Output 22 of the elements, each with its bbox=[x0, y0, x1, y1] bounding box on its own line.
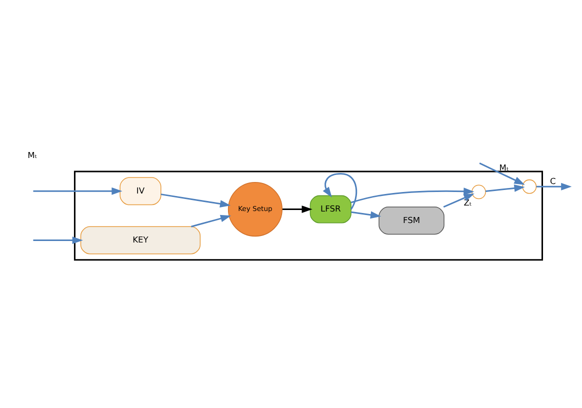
node-box: IV bbox=[120, 177, 162, 206]
cluster bbox=[74, 170, 544, 261]
edge-label: C bbox=[550, 176, 556, 186]
arrow bbox=[443, 193, 474, 208]
node-box: FSM bbox=[378, 206, 444, 235]
arrow bbox=[351, 211, 382, 219]
edge-label: Mₜ bbox=[499, 162, 509, 173]
arrow bbox=[479, 162, 525, 185]
arrow bbox=[485, 184, 525, 192]
arrow bbox=[191, 214, 232, 228]
node-box: LFSR bbox=[310, 195, 352, 224]
arrow bbox=[160, 194, 231, 208]
arrow bbox=[350, 188, 474, 204]
arrow bbox=[33, 187, 122, 195]
arrow bbox=[33, 236, 83, 244]
label: Mₜ bbox=[28, 150, 38, 160]
arrow bbox=[536, 182, 572, 190]
arrow bbox=[282, 206, 312, 213]
node-box: KEY bbox=[80, 226, 201, 254]
node-circle bbox=[472, 184, 486, 200]
node-circle bbox=[522, 179, 537, 194]
arrow bbox=[322, 173, 358, 210]
